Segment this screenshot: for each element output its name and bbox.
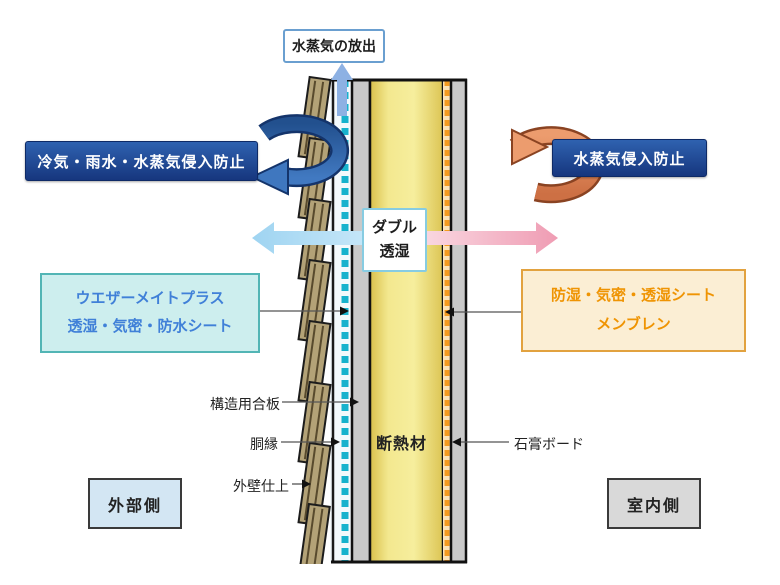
right-intrusion-banner-label: 水蒸気侵入防止 [573,150,686,168]
vapor-release-label: 水蒸気の放出 [292,38,376,54]
siding-label: 外壁仕上 [233,478,289,494]
insulation-label: 断熱材 [376,436,428,453]
exterior-side-label: 外部側 [107,497,162,515]
callout-lines [260,310,521,485]
exterior-side-box: 外部側 [88,478,182,529]
plywood-layer [350,78,372,564]
double-permeation-line1: ダブル [371,219,417,236]
double-permeation-box: ダブル 透湿 [362,208,427,272]
left-intrusion-banner-label: 冷気・雨水・水蒸気侵入防止 [37,153,246,171]
membrane-name: メンブレン [596,315,671,333]
right-intrusion-banner: 水蒸気侵入防止 [552,139,707,177]
interior-side-label: 室内側 [626,497,681,515]
double-permeation-arrows [252,222,558,254]
plywood-label: 構造用合板 [210,396,280,412]
permeate-right-arrow [426,222,558,254]
callout-arrowheads [302,306,461,489]
weather-sheet-callout-box: ウエザーメイトプラス 透湿・気密・防水シート [40,273,260,353]
insulation-layer [368,78,445,564]
double-permeation-line2: 透湿 [379,243,410,260]
furring-label: 胴縁 [250,436,278,452]
vapor-release-label-box: 水蒸気の放出 [283,29,385,63]
gypsum-label: 石膏ボード [514,436,584,452]
wall-section [297,75,468,564]
membrane-callout-box: 防湿・気密・透湿シート メンブレン [521,269,746,352]
siding-boards [297,75,332,564]
vapor-release-arrow [331,63,353,116]
weather-sheet-desc: 透湿・気密・防水シート [67,318,233,335]
gypsum-layer [449,78,468,564]
permeate-left-arrow [252,222,390,254]
block-intrusion-curl-arrow-left [249,114,350,196]
weather-sheet-name: ウエザーメイトプラス [75,289,225,307]
left-intrusion-banner: 冷気・雨水・水蒸気侵入防止 [25,141,258,181]
interior-side-box: 室内側 [607,478,701,529]
membrane-desc: 防湿・気密・透湿シート [550,287,716,304]
